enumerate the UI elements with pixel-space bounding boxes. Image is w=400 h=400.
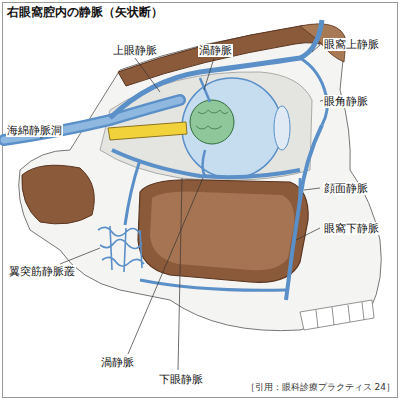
- diagram-title: 右眼窩腔内の静脈（矢状断）: [6, 6, 164, 20]
- part-label: 顔面静脈: [323, 182, 369, 195]
- part-label: 上眼静脈: [112, 44, 158, 57]
- part-label: 眼窩上静脈: [323, 38, 380, 51]
- part-label: 下眼静脈: [158, 373, 204, 386]
- part-label: 眼角静脈: [323, 95, 369, 108]
- source-caption: ［引用：眼科診療プラクティス 24］: [245, 382, 396, 393]
- part-label: 眼窩下静脈: [323, 222, 380, 235]
- part-label: 翼突筋静脈叢: [8, 265, 76, 278]
- part-label: 海綿静脈洞: [6, 124, 63, 137]
- part-label: 渦静脈: [100, 356, 135, 369]
- part-label: 渦静脈: [198, 44, 233, 57]
